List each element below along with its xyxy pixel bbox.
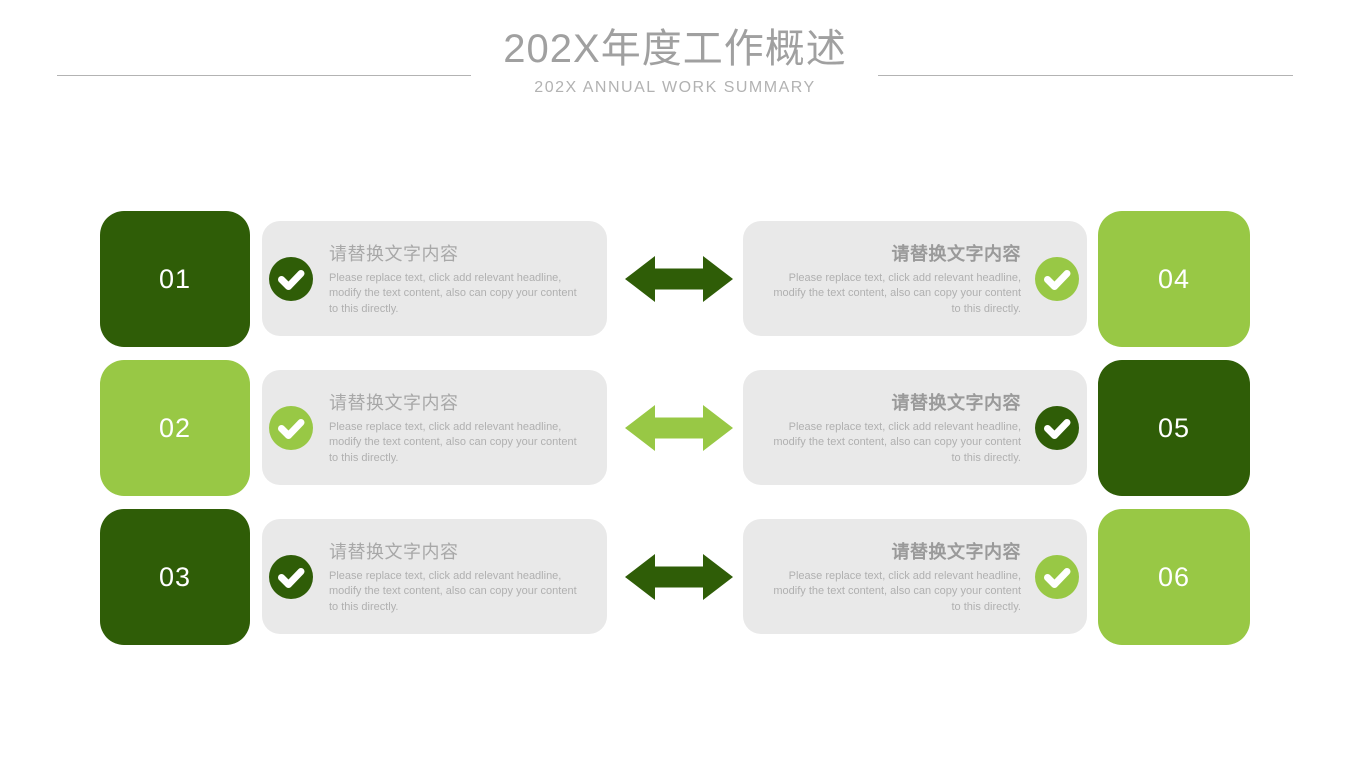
card-text-block: 请替换文字内容 Please replace text, click add r…: [773, 240, 1021, 318]
card-heading: 请替换文字内容: [329, 392, 459, 413]
number-tile-06: 06: [1098, 509, 1250, 645]
card-body: Please replace text, click add relevant …: [773, 420, 1021, 464]
number-tile-05: 05: [1098, 360, 1250, 496]
number-tile-04: 04: [1098, 211, 1250, 347]
text-card-03: 请替换文字内容 Please replace text, click add r…: [262, 519, 607, 634]
card-body: Please replace text, click add relevant …: [329, 420, 577, 464]
title-divider-left: [57, 75, 471, 76]
summary-row-3: 03 请替换文字内容 Please replace text, click ad…: [0, 509, 1350, 645]
card-body: Please replace text, click add relevant …: [329, 569, 577, 613]
card-text-block: 请替换文字内容 Please replace text, click add r…: [329, 389, 577, 467]
card-heading: 请替换文字内容: [891, 243, 1021, 264]
check-circle-icon: [1035, 554, 1079, 599]
card-body: Please replace text, click add relevant …: [329, 271, 577, 315]
text-card-02: 请替换文字内容 Please replace text, click add r…: [262, 370, 607, 485]
number-tile-01: 01: [100, 211, 250, 347]
check-circle-icon: [1035, 256, 1079, 301]
number-label: 03: [158, 561, 192, 592]
number-label: 02: [158, 412, 192, 443]
number-label: 05: [1157, 412, 1191, 443]
card-heading: 请替换文字内容: [329, 541, 459, 562]
summary-row-2: 02 请替换文字内容 Please replace text, click ad…: [0, 360, 1350, 496]
card-heading: 请替换文字内容: [891, 541, 1021, 562]
title-divider-right: [878, 75, 1293, 76]
summary-row-1: 01 请替换文字内容 Please replace text, click ad…: [0, 211, 1350, 347]
card-text-block: 请替换文字内容 Please replace text, click add r…: [773, 389, 1021, 467]
check-circle-icon: [269, 256, 313, 301]
number-label: 04: [1157, 263, 1191, 294]
number-label: 01: [158, 263, 192, 294]
card-text-block: 请替换文字内容 Please replace text, click add r…: [329, 538, 577, 616]
page-title: 202X年度工作概述: [503, 27, 847, 71]
double-headed-arrow-icon: [625, 405, 733, 451]
card-body: Please replace text, click add relevant …: [773, 569, 1021, 613]
card-body: Please replace text, click add relevant …: [773, 271, 1021, 315]
text-card-06: 请替换文字内容 Please replace text, click add r…: [743, 519, 1087, 634]
number-tile-03: 03: [100, 509, 250, 645]
text-card-05: 请替换文字内容 Please replace text, click add r…: [743, 370, 1087, 485]
check-circle-icon: [269, 554, 313, 599]
text-card-01: 请替换文字内容 Please replace text, click add r…: [262, 221, 607, 336]
card-text-block: 请替换文字内容 Please replace text, click add r…: [773, 538, 1021, 616]
card-heading: 请替换文字内容: [329, 243, 459, 264]
card-heading: 请替换文字内容: [891, 392, 1021, 413]
page-subtitle: 202X ANNUAL WORK SUMMARY: [534, 79, 816, 96]
check-circle-icon: [1035, 405, 1079, 450]
card-text-block: 请替换文字内容 Please replace text, click add r…: [329, 240, 577, 318]
text-card-04: 请替换文字内容 Please replace text, click add r…: [743, 221, 1087, 336]
number-tile-02: 02: [100, 360, 250, 496]
number-label: 06: [1157, 561, 1191, 592]
double-headed-arrow-icon: [625, 256, 733, 302]
check-circle-icon: [269, 405, 313, 450]
double-headed-arrow-icon: [625, 554, 733, 600]
